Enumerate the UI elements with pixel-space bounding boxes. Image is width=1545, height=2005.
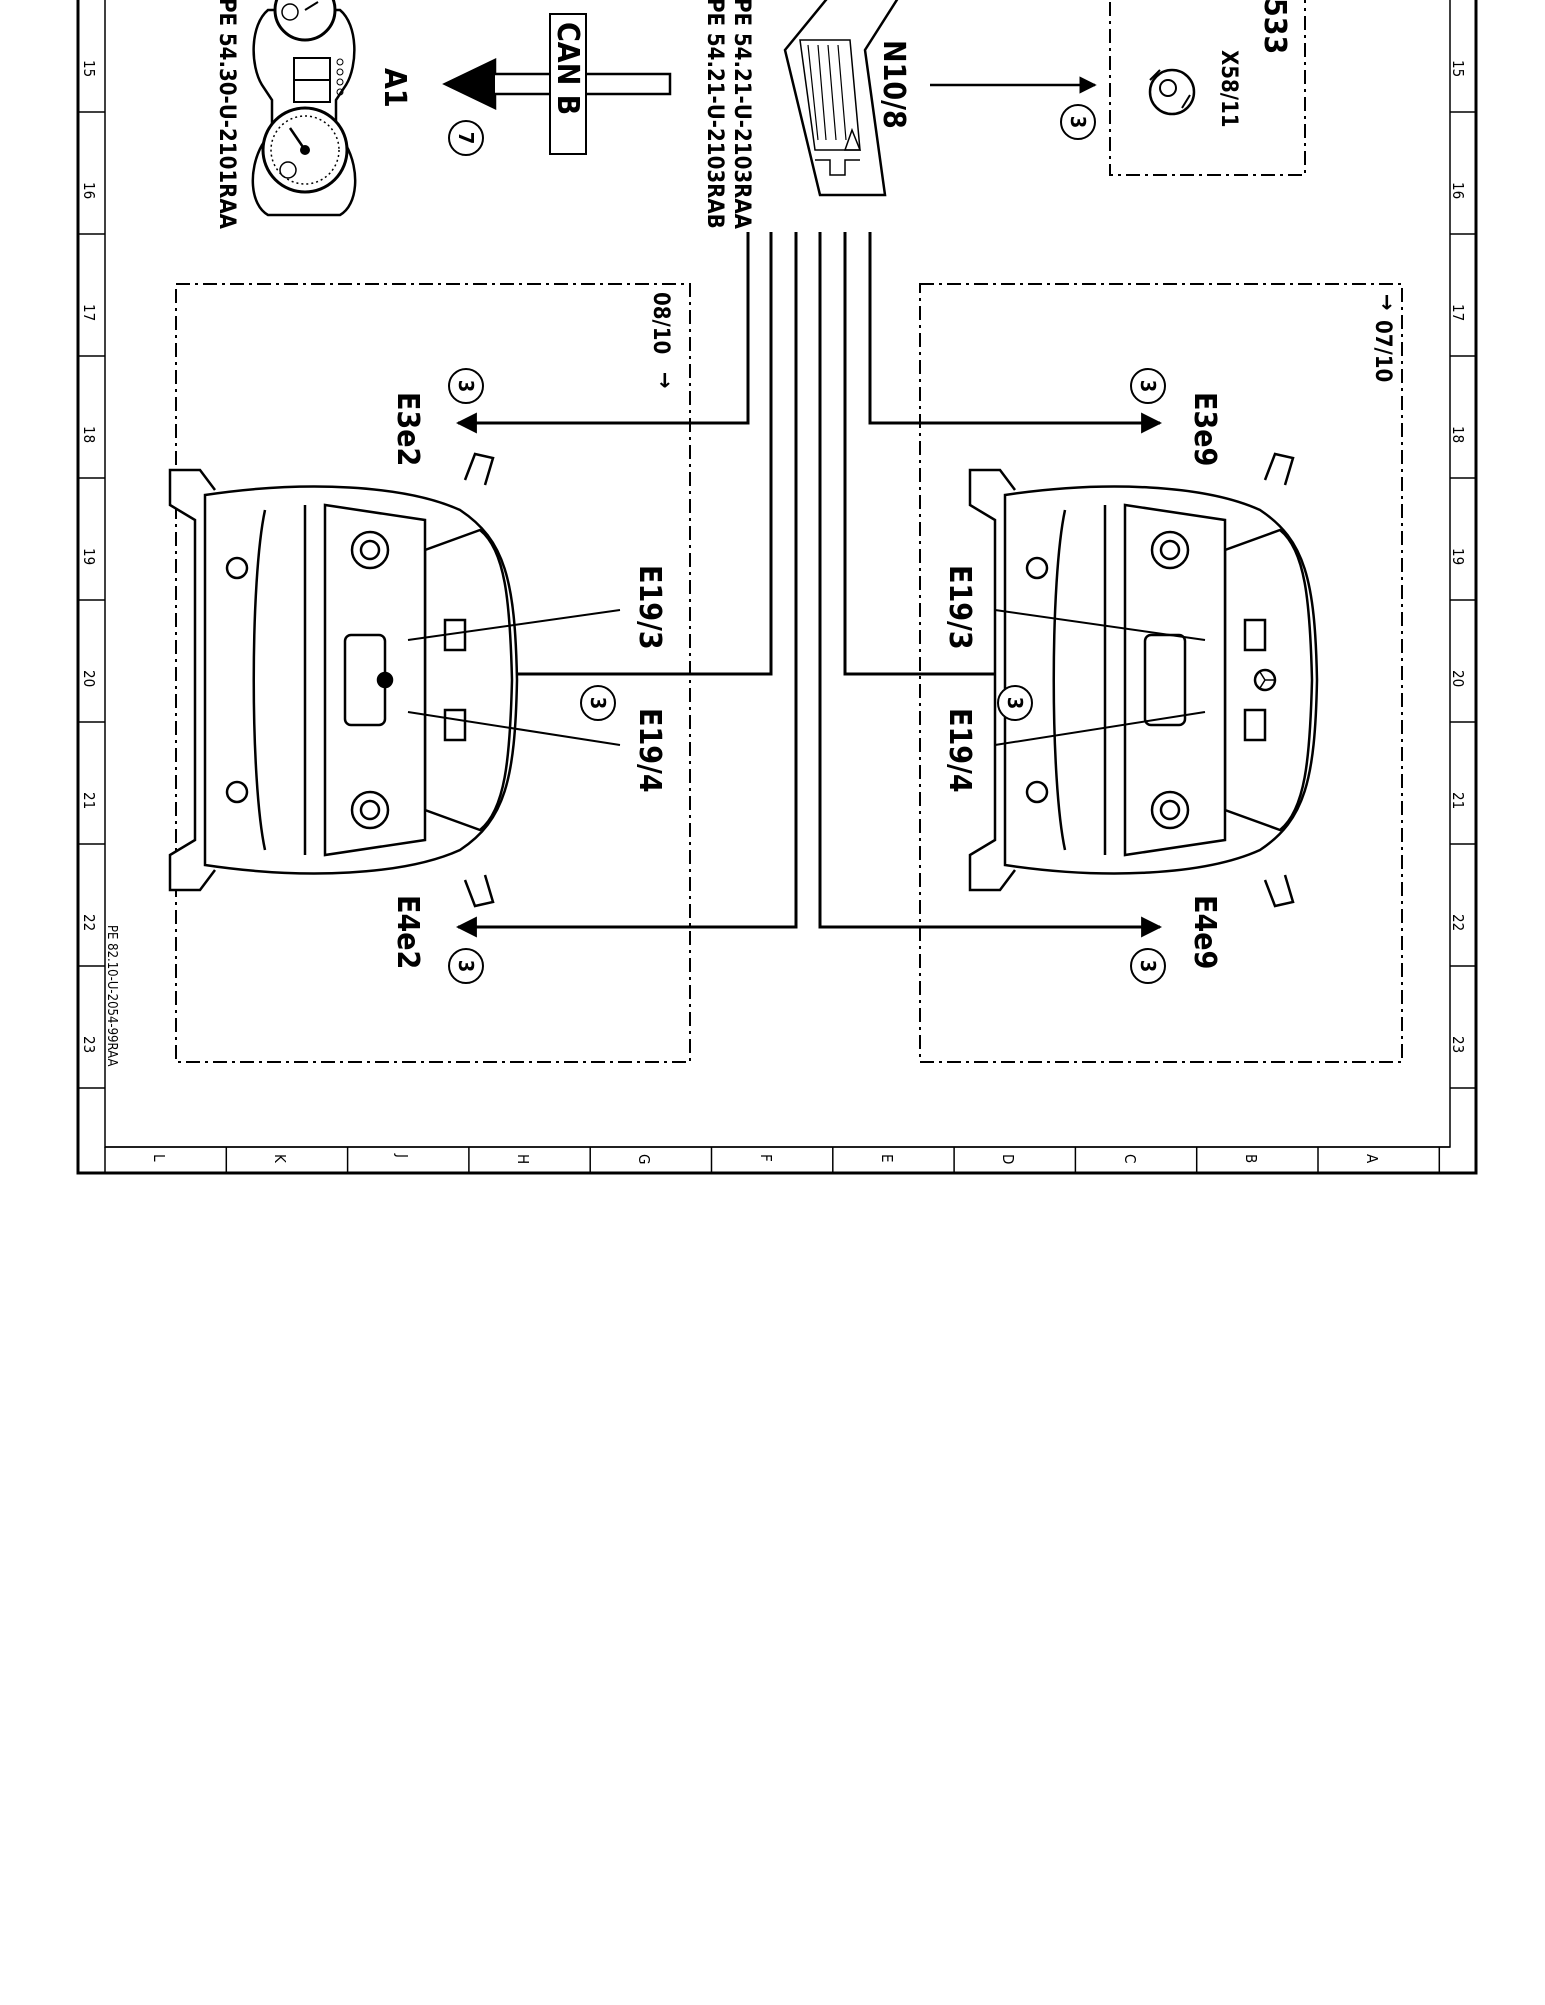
a1-label: A1 bbox=[377, 68, 412, 108]
e3e2-circle-marker bbox=[448, 368, 484, 404]
a1-circle-marker bbox=[448, 120, 484, 156]
e4e2-circle-marker bbox=[448, 948, 484, 984]
grid-col-15-left: 15 bbox=[80, 60, 98, 77]
right-e19-3-leader bbox=[994, 609, 1206, 641]
right-e19-4-leader bbox=[994, 711, 1206, 746]
variant-left-date: 08/10 bbox=[648, 292, 673, 354]
right-e19-4-circle-number: 3 bbox=[1003, 697, 1027, 710]
x58-11-box bbox=[1109, 0, 1306, 176]
right-e19-3-label: E19/3 bbox=[942, 565, 977, 650]
car-rear-view-left bbox=[168, 452, 519, 908]
n10-8-ref-a: PE 54.21-U-2103RAA bbox=[729, 0, 754, 230]
grid-col-20-left: 20 bbox=[80, 670, 98, 687]
n10-8-circle-marker bbox=[1060, 104, 1096, 140]
grid-row-f: F bbox=[757, 1154, 775, 1162]
can-b-label: CAN B bbox=[550, 22, 585, 115]
variant-right-arrow: → bbox=[1374, 294, 1399, 311]
n10-8-control-module-icon bbox=[783, 0, 899, 197]
left-e19-3-label: E19/3 bbox=[632, 565, 667, 650]
grid-col-19-right: 19 bbox=[1449, 548, 1467, 565]
e4e9-circle-marker bbox=[1130, 948, 1166, 984]
grid-row-a: A bbox=[1363, 1154, 1381, 1164]
grid-col-22-right: 22 bbox=[1449, 914, 1467, 931]
e3e9-circle-marker bbox=[1130, 368, 1166, 404]
left-e19-4-circle-marker bbox=[580, 685, 616, 721]
e3e9-circle-number: 3 bbox=[1136, 380, 1160, 393]
e3e2-label: E3e2 bbox=[390, 392, 425, 466]
grid-col-17-right: 17 bbox=[1449, 304, 1467, 321]
can-b-box bbox=[549, 13, 587, 155]
x58-11-partial-code: 533 bbox=[1257, 0, 1292, 54]
variant-right-date: 07/10 bbox=[1370, 320, 1395, 382]
grid-col-23-left: 23 bbox=[80, 1036, 98, 1053]
a1-circle-number: 7 bbox=[454, 132, 478, 145]
variant-right-box bbox=[919, 283, 1403, 1063]
grid-col-labels-left: 15 16 17 18 19 20 21 22 23 bbox=[80, 60, 98, 1053]
right-e19-4-circle-marker bbox=[997, 685, 1033, 721]
e4e2-label: E4e2 bbox=[390, 895, 425, 969]
left-e19-4-label: E19/4 bbox=[632, 708, 667, 793]
grid-col-18-right: 18 bbox=[1449, 426, 1467, 443]
n10-8-label: N10/8 bbox=[876, 40, 911, 129]
e3e9-label: E3e9 bbox=[1187, 392, 1222, 466]
e4e2-circle-number: 3 bbox=[454, 960, 478, 973]
grid-col-20-right: 20 bbox=[1449, 670, 1467, 687]
n10-8-circle-number: 3 bbox=[1066, 116, 1090, 129]
right-e19-4-label: E19/4 bbox=[942, 708, 977, 793]
variant-left-box bbox=[175, 283, 691, 1063]
a1-ref-label: PE 54.30-U-2101RAA bbox=[214, 0, 239, 230]
grid-col-22-left: 22 bbox=[80, 914, 98, 931]
left-e19-4-leader bbox=[407, 711, 621, 746]
variant-left-arrow: → bbox=[652, 372, 677, 389]
x58-11-connector-icon bbox=[1148, 68, 1196, 116]
grid-row-h: H bbox=[514, 1154, 532, 1164]
e4e9-circle-number: 3 bbox=[1136, 960, 1160, 973]
e4e9-label: E4e9 bbox=[1187, 895, 1222, 969]
left-e19-4-circle-number: 3 bbox=[586, 697, 610, 710]
grid-col-16-left: 16 bbox=[80, 182, 98, 199]
grid-col-21-left: 21 bbox=[80, 792, 98, 809]
car-rear-view-right bbox=[968, 452, 1319, 908]
grid-col-16-right: 16 bbox=[1449, 182, 1467, 199]
left-e19-3-leader bbox=[407, 609, 621, 641]
grid-row-b: B bbox=[1242, 1154, 1260, 1163]
grid-col-15-right: 15 bbox=[1449, 60, 1467, 77]
can-b-arrow bbox=[442, 58, 672, 110]
n10-8-ref-b: PE 54.21-U-2103RAB bbox=[702, 0, 727, 229]
grid-row-ticks bbox=[104, 1147, 1441, 1173]
x58-11-label: X58/11 bbox=[1216, 50, 1241, 128]
grid-row-d: D bbox=[999, 1154, 1017, 1164]
grid-row-g: G bbox=[635, 1154, 653, 1164]
grid-row-e: E bbox=[878, 1154, 896, 1163]
grid-row-k: K bbox=[271, 1154, 289, 1164]
grid-col-18-left: 18 bbox=[80, 426, 98, 443]
grid-row-l: L bbox=[150, 1154, 168, 1162]
grid-col-17-left: 17 bbox=[80, 304, 98, 321]
grid-column-ticks bbox=[78, 111, 1476, 1089]
grid-col-23-right: 23 bbox=[1449, 1036, 1467, 1053]
grid-col-labels-right: 15 16 17 18 19 20 21 22 23 bbox=[1449, 60, 1467, 1053]
a1-instrument-cluster-icon bbox=[251, 0, 357, 217]
document-reference-code: PE 82.10-U-2054-99RAA bbox=[104, 925, 119, 1066]
e3e2-circle-number: 3 bbox=[454, 380, 478, 393]
grid-col-19-left: 19 bbox=[80, 548, 98, 565]
grid-row-labels: L K J H G F E D C B A bbox=[150, 1153, 1381, 1164]
grid-col-21-right: 21 bbox=[1449, 792, 1467, 809]
grid-row-j: J bbox=[393, 1153, 411, 1158]
sheet-frame bbox=[76, 0, 1478, 1175]
grid-row-c: C bbox=[1121, 1154, 1139, 1163]
